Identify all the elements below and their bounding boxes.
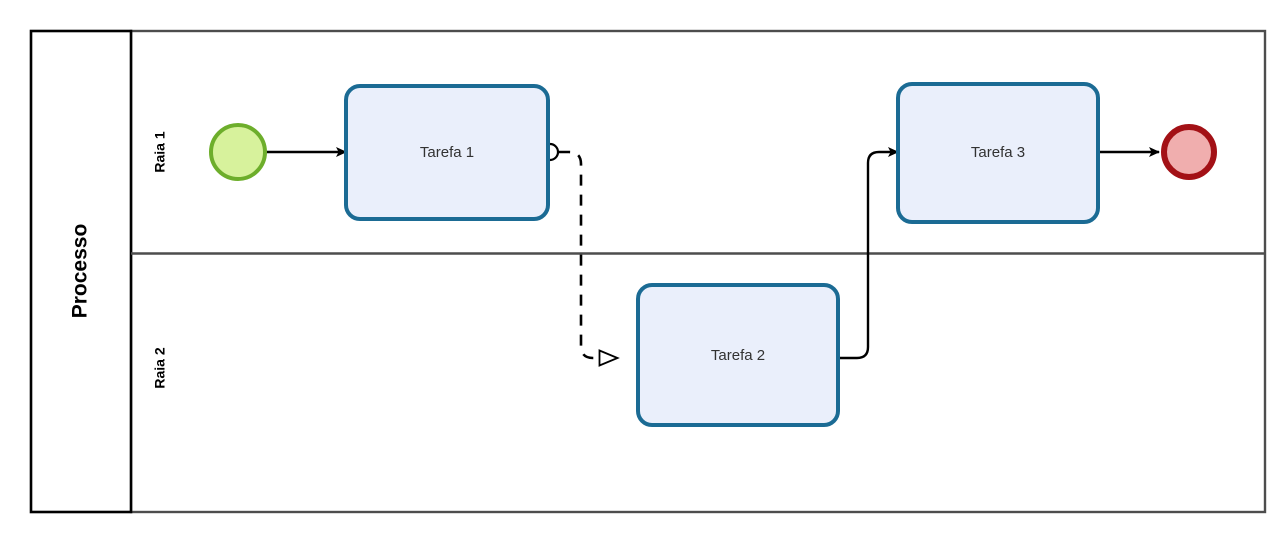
- task-label: Tarefa 2: [711, 347, 765, 364]
- message-flow-line: [559, 150, 620, 367]
- lane-raia-2: Raia 2: [152, 347, 168, 388]
- task-tarefa-1[interactable]: Tarefa 1: [344, 84, 550, 221]
- end-event[interactable]: [1161, 124, 1217, 180]
- task-label: Tarefa 1: [420, 144, 474, 161]
- sequence-flow-task2-to-task3[interactable]: [838, 147, 899, 360]
- lane-1-label: Raia 1: [152, 131, 168, 172]
- pool-title-label: Processo: [69, 224, 92, 319]
- pool-header: [29, 29, 133, 514]
- start-event[interactable]: [209, 123, 267, 181]
- start-event-circle-icon: [209, 123, 267, 181]
- task-label: Tarefa 3: [971, 144, 1025, 161]
- task-box: [344, 84, 550, 221]
- task-tarefa-3[interactable]: Tarefa 3: [896, 82, 1100, 224]
- end-event-circle-icon: [1161, 124, 1217, 180]
- task-box: [636, 283, 840, 427]
- task-tarefa-2[interactable]: Tarefa 2: [636, 283, 840, 427]
- lane-2-label: Raia 2: [152, 347, 168, 388]
- lane-raia-1: Raia 1: [131, 131, 1265, 255]
- sequence-flow-line: [838, 147, 899, 360]
- task-box: [896, 82, 1100, 224]
